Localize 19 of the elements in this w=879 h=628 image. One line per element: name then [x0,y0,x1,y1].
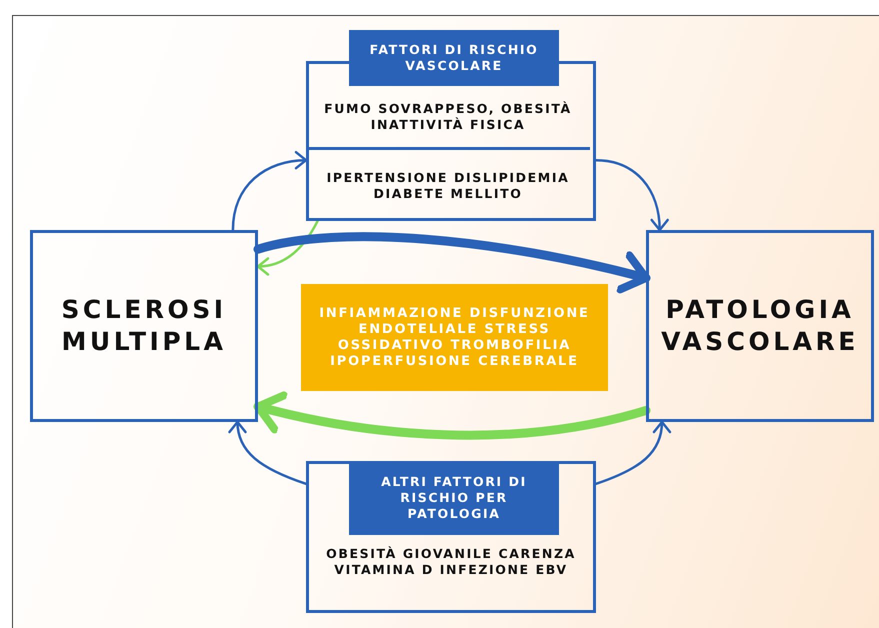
node-text: IPERTENSIONE DISLIPIDEMIA DIABETE MELLITO [326,170,570,202]
mechanism-box [301,284,608,391]
node-text: INFIAMMAZIONE DISFUNZIONE ENDOTELIALE STRESS OSSIDATIVO TROMBOFILIA IPOPERFUSIONE CEREBRALE [318,306,591,370]
node-title: PATOLOGIA VASCOLARE [660,294,860,358]
body-text: OBESITÀ GIOVANILE CARENZA VITAMINA D INFEZIONE EBV [325,546,577,578]
header-text: ALTRI FATTORI DI RISCHIO PER PATOLOGIA [380,474,528,522]
disease-box [646,230,874,422]
header-text: FATTORI DI RISCHIO VASCOLARE [368,42,540,74]
curved-arrow [232,151,308,232]
curved-arrow [594,420,671,486]
curved-arrow [254,232,650,294]
disease-box [30,230,258,422]
curved-arrow [228,420,308,486]
risk-factor-box [306,461,596,613]
curved-arrow [256,220,319,276]
node-text: FUMO SOVRAPPESO, OBESITÀ INATTIVITÀ FISICA [323,100,573,132]
curved-arrow [594,158,668,232]
curved-arrow [254,390,650,440]
node-title: SCLEROSI MULTIPLA [60,294,228,358]
